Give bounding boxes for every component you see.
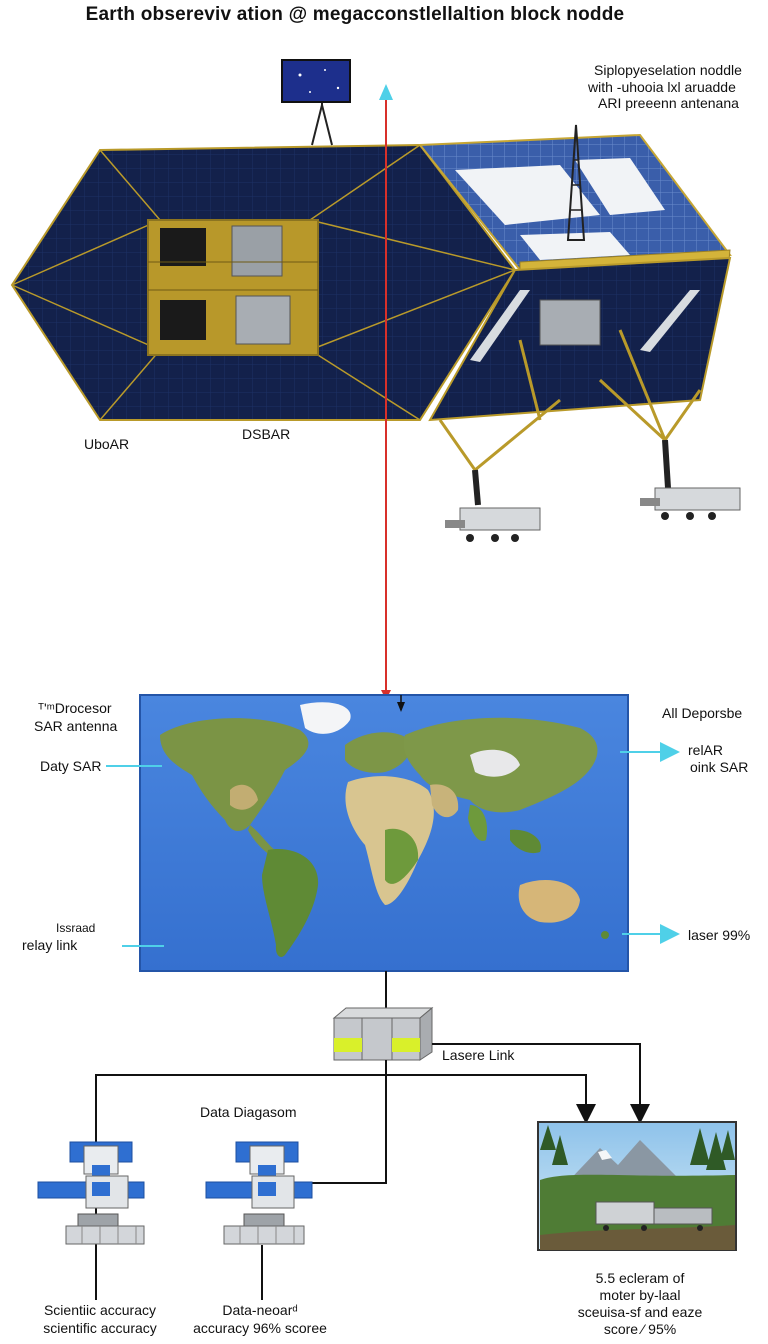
top-right-label-line3: ARI preeenn antenana [598, 95, 739, 111]
scientific-accuracy-line1: Scientiic accuracy [43, 1302, 157, 1318]
data-accuracy-line1: Data-neoarᵈ [222, 1302, 298, 1318]
result-line2: moter by-laal [599, 1287, 681, 1303]
world-map [139, 694, 629, 972]
top-right-label-line1: Siplopyeselation noddle [594, 62, 742, 78]
dsbar-label: DSBAR [242, 426, 291, 442]
uboar-label: UboAR [84, 436, 130, 452]
relay-small-label: Issraad [56, 921, 96, 935]
relar-label: relAR [688, 742, 724, 758]
top-right-label-line2: with -uhooia lxl aruadde [588, 79, 736, 95]
result-line1: 5.5 ecleram of [595, 1270, 685, 1286]
sar-antenna-label: SAR antenna [34, 718, 118, 734]
data-diagram-label: Data Diagasom [200, 1104, 297, 1120]
data-accuracy-line2: accuracy 96% scoree [193, 1320, 327, 1336]
laser-link-label: Lasere Link [442, 1047, 515, 1063]
map-connectors [106, 742, 680, 947]
scientific-accuracy-line2: scientific accuracy [43, 1320, 157, 1336]
processor-label: ᵀ'ᵐDrocesor [38, 700, 112, 716]
data-module-left [37, 1141, 145, 1245]
daty-sar-label: Daty SAR [40, 758, 102, 774]
diagram-title: Earth obsereviv ation @ megacconstlellal… [85, 4, 625, 25]
result-line4: score ⁄ 95% [603, 1321, 677, 1337]
arrow-head-icon [379, 84, 393, 100]
relay-link-label: relay link [22, 937, 78, 953]
satellite-module [10, 59, 741, 542]
laser-percent-label: laser 99% [688, 927, 751, 943]
oink-sar-label: oink SAR [690, 759, 749, 775]
result-line3: sceuisa-sf and eaze [577, 1304, 703, 1320]
landscape-photo [537, 1121, 737, 1251]
server-stack [332, 971, 434, 1061]
all-deporsbe-label: All Deporsbe [662, 705, 743, 721]
data-module-middle [205, 1141, 313, 1245]
